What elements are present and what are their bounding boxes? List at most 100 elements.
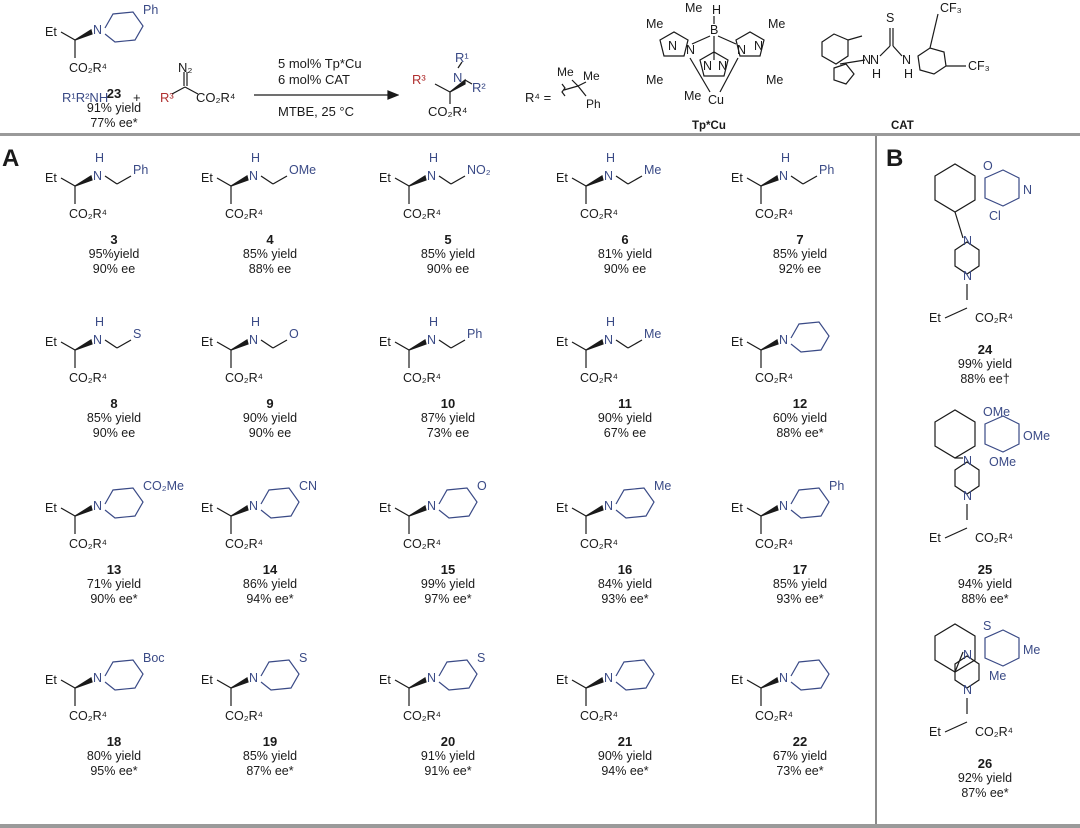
compound-number: 23 bbox=[106, 86, 122, 101]
svg-text:N: N bbox=[737, 43, 746, 57]
compound-yield: 90% yield bbox=[597, 749, 653, 763]
ester-label: CO₂R⁴ bbox=[69, 207, 107, 221]
h-label: H bbox=[95, 315, 104, 329]
ester-label: CO₂R⁴ bbox=[580, 371, 618, 385]
reactant-amine: R¹R²NH bbox=[62, 90, 109, 105]
compound-number: 12 bbox=[792, 396, 808, 411]
compound-ee: 87% ee* bbox=[246, 764, 294, 778]
compound-ee: 88% ee* bbox=[776, 426, 824, 440]
compound-ee: 67% ee bbox=[603, 426, 647, 440]
condition-solvent: MTBE, 25 °C bbox=[278, 104, 354, 119]
compound-number: 4 bbox=[266, 232, 274, 247]
panel-divider bbox=[875, 136, 877, 824]
compound-number: 15 bbox=[440, 562, 456, 577]
substituent-label: OMe bbox=[289, 163, 316, 177]
nh-label: N bbox=[427, 169, 436, 183]
compound-yield: 60% yield bbox=[772, 411, 828, 425]
compound-ee: 87% ee* bbox=[961, 786, 1009, 800]
compound-ee: 88% ee bbox=[248, 262, 292, 276]
compound-number: 8 bbox=[110, 396, 118, 411]
product-bonds bbox=[434, 61, 473, 104]
compound-yield: 91% yield bbox=[86, 101, 142, 115]
n-label: N bbox=[249, 671, 258, 685]
r4-me1: Me bbox=[557, 65, 574, 79]
compound-number: 25 bbox=[977, 562, 993, 577]
ester-label: CO₂R⁴ bbox=[975, 725, 1013, 739]
compound-ee: 73% ee bbox=[426, 426, 470, 440]
compound-ee: 93% ee* bbox=[601, 592, 649, 606]
compound-yield: 86% yield bbox=[242, 577, 298, 591]
svg-text:N: N bbox=[703, 59, 712, 73]
condition-cat: 6 mol% CAT bbox=[278, 72, 350, 87]
n-label: N bbox=[93, 671, 102, 685]
svg-text:Me: Me bbox=[766, 73, 783, 87]
sub-atom-1: OMe bbox=[983, 405, 1010, 419]
svg-text:N: N bbox=[862, 53, 871, 67]
compound-number: 22 bbox=[792, 734, 808, 749]
sub-atom-2: Me bbox=[1023, 643, 1040, 657]
nh-label: N bbox=[93, 333, 102, 347]
et-label: Et bbox=[201, 501, 213, 515]
bottom-n: N bbox=[963, 683, 972, 697]
plus-sign: + bbox=[133, 90, 141, 105]
tpcu-me-top: Me bbox=[685, 1, 702, 15]
substituent-label: Boc bbox=[143, 651, 165, 665]
product-ester: CO₂R⁴ bbox=[428, 104, 468, 119]
et-label: Et bbox=[379, 335, 391, 349]
compound-number: 13 bbox=[106, 562, 122, 577]
footer-divider bbox=[0, 824, 1080, 828]
product-r3: R³ bbox=[412, 72, 426, 87]
et-label: Et bbox=[731, 335, 743, 349]
reaction-arrow bbox=[254, 90, 399, 100]
compound-yield: 91% yield bbox=[420, 749, 476, 763]
compound-number: 20 bbox=[440, 734, 456, 749]
et-label: Et bbox=[379, 501, 391, 515]
substituent-label: S bbox=[299, 651, 307, 665]
et-label: Et bbox=[929, 311, 941, 325]
product-n: N bbox=[453, 70, 463, 85]
compound-number: 21 bbox=[617, 734, 633, 749]
et-label: Et bbox=[379, 673, 391, 687]
compound-ee: 91% ee* bbox=[424, 764, 472, 778]
ester-label: CO₂R⁴ bbox=[755, 371, 793, 385]
compound-ee: 92% ee bbox=[778, 262, 822, 276]
ester-label: CO₂R⁴ bbox=[69, 537, 107, 551]
compound-yield: 90% yield bbox=[597, 411, 653, 425]
compound-number: 3 bbox=[110, 232, 118, 247]
compound-ee: 90% ee bbox=[92, 262, 136, 276]
et-label: Et bbox=[556, 501, 568, 515]
ester-label: CO₂R⁴ bbox=[403, 207, 441, 221]
et-label: Et bbox=[556, 335, 568, 349]
sub-atom-3: OMe bbox=[989, 455, 1016, 469]
compound-number: 18 bbox=[106, 734, 122, 749]
h-label: H bbox=[606, 151, 615, 165]
compound-ee: 90% ee bbox=[248, 426, 292, 440]
compound-yield: 85% yield bbox=[242, 247, 298, 261]
et-label: Et bbox=[731, 501, 743, 515]
cat-h1: H bbox=[872, 67, 881, 81]
compound-yield: 92% yield bbox=[957, 771, 1013, 785]
compound-ee: 93% ee* bbox=[776, 592, 824, 606]
ester-label: CO₂R⁴ bbox=[225, 371, 263, 385]
compound-number: 19 bbox=[262, 734, 278, 749]
et-label: Et bbox=[731, 673, 743, 687]
diazo-ester: CO₂R⁴ bbox=[196, 90, 236, 105]
panel-a-label: A bbox=[2, 145, 20, 172]
compound-number: 24 bbox=[977, 342, 993, 357]
